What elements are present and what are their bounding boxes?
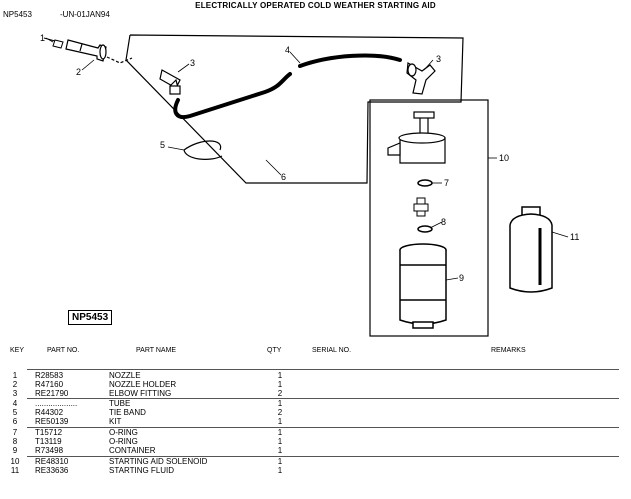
figure-code: NP5453	[3, 10, 32, 19]
parts-diagram: 1 2 3 4 3 5 6 10 7 8 9 11	[40, 33, 579, 337]
col-qty: QTY	[267, 347, 282, 354]
row-part-no: R44302	[35, 408, 64, 417]
col-serial-no: SERIAL NO.	[312, 347, 352, 354]
table-row: 8 T13119 O-RING 1	[0, 437, 631, 446]
tie-band-part	[183, 140, 223, 160]
row-part-no: T13119	[35, 437, 62, 446]
page-title: ELECTRICALLY OPERATED COLD WEATHER START…	[195, 1, 436, 10]
o-ring-8	[417, 225, 433, 233]
row-separator	[27, 398, 619, 399]
callout-3a: 3	[190, 58, 195, 68]
row-key: 6	[12, 417, 18, 426]
callout-7: 7	[444, 178, 449, 188]
table-row: 11 RE33636 STARTING FLUID 1	[0, 466, 631, 475]
kit-outline	[125, 34, 464, 184]
callout-6: 6	[281, 172, 286, 182]
callout-5: 5	[160, 140, 165, 150]
row-qty: 1	[277, 428, 283, 437]
container-box	[369, 99, 489, 337]
connector-fitting	[413, 197, 429, 217]
table-row: 5 R44302 TIE BAND 2	[0, 408, 631, 417]
row-part-no: T15712	[35, 428, 63, 437]
row-separator	[27, 456, 619, 457]
row-part-name: KIT	[109, 417, 122, 426]
table-row: 9 R73498 CONTAINER 1	[0, 446, 631, 455]
row-part-no: R28583	[35, 371, 64, 380]
row-key: 11	[10, 466, 20, 475]
row-key: 9	[12, 446, 18, 455]
row-part-name: CONTAINER	[109, 446, 156, 455]
table-row: 7 T15712 O-RING 1	[0, 428, 631, 437]
row-part-no: RE48310	[35, 457, 69, 466]
table-row: 3 RE21790 ELBOW FITTING 2	[0, 389, 631, 398]
callout-1: 1	[40, 33, 45, 43]
dashed-connector	[106, 56, 133, 64]
row-qty: 2	[277, 389, 283, 398]
row-part-name: NOZZLE	[109, 371, 141, 380]
row-qty: 2	[277, 408, 283, 417]
callout-2: 2	[76, 67, 81, 77]
nozzle-holder-part	[65, 39, 107, 62]
row-part-name: TUBE	[109, 399, 131, 408]
table-row: 4 ................... TUBE 1	[0, 399, 631, 408]
revision-code: -UN-01JAN94	[60, 10, 110, 19]
row-separator	[27, 427, 619, 428]
row-part-name: STARTING FLUID	[109, 466, 175, 475]
container-part	[399, 243, 447, 329]
row-qty: 1	[277, 466, 283, 475]
row-part-no: RE33636	[35, 466, 69, 475]
row-part-name: NOZZLE HOLDER	[109, 380, 177, 389]
callout-11: 11	[570, 232, 579, 242]
row-qty: 1	[277, 437, 283, 446]
nozzle-part	[43, 37, 64, 49]
col-part-no: PART NO.	[47, 347, 80, 354]
callout-10: 10	[499, 153, 509, 163]
row-key: 7	[12, 428, 18, 437]
row-qty: 1	[277, 371, 283, 380]
row-key: 1	[12, 371, 18, 380]
row-qty: 1	[277, 417, 283, 426]
row-part-name: TIE BAND	[109, 408, 146, 417]
row-key: 4	[12, 399, 18, 408]
table-row: 1 R28583 NOZZLE 1	[0, 371, 631, 380]
col-key: KEY	[10, 347, 25, 354]
row-key: 8	[12, 437, 18, 446]
row-part-name: O-RING	[109, 437, 138, 446]
callout-4: 4	[285, 45, 290, 55]
o-ring-7	[417, 179, 433, 187]
row-qty: 1	[277, 399, 283, 408]
callout-8: 8	[441, 217, 446, 227]
row-part-no: ...................	[35, 399, 78, 408]
solenoid-part	[387, 111, 446, 164]
callout-3b: 3	[436, 54, 441, 64]
row-part-no: RE50139	[35, 417, 69, 426]
tube-part	[173, 53, 402, 119]
row-part-no: RE21790	[35, 389, 69, 398]
row-separator	[27, 369, 619, 370]
row-key: 10	[10, 457, 20, 466]
callout-9: 9	[459, 273, 464, 283]
elbow-fitting-right	[406, 62, 436, 95]
row-part-no: R47160	[35, 380, 64, 389]
row-qty: 1	[277, 457, 283, 466]
row-key: 5	[12, 408, 18, 417]
row-part-name: O-RING	[109, 428, 138, 437]
table-row: 10 RE48310 STARTING AID SOLENOID 1	[0, 457, 631, 466]
col-remarks: REMARKS	[491, 347, 526, 354]
figure-label-box: NP5453	[68, 310, 113, 325]
row-key: 2	[12, 380, 18, 389]
table-row: 2 R47160 NOZZLE HOLDER 1	[0, 380, 631, 389]
elbow-fitting-left	[159, 69, 181, 95]
row-part-name: ELBOW FITTING	[109, 389, 172, 398]
row-part-name: STARTING AID SOLENOID	[109, 457, 208, 466]
row-part-no: R73498	[35, 446, 64, 455]
table-row: 6 RE50139 KIT 1	[0, 417, 631, 426]
row-qty: 1	[277, 446, 283, 455]
row-key: 3	[12, 389, 18, 398]
row-qty: 1	[277, 380, 283, 389]
col-part-name: PART NAME	[136, 347, 177, 354]
starting-fluid-can	[509, 206, 553, 293]
